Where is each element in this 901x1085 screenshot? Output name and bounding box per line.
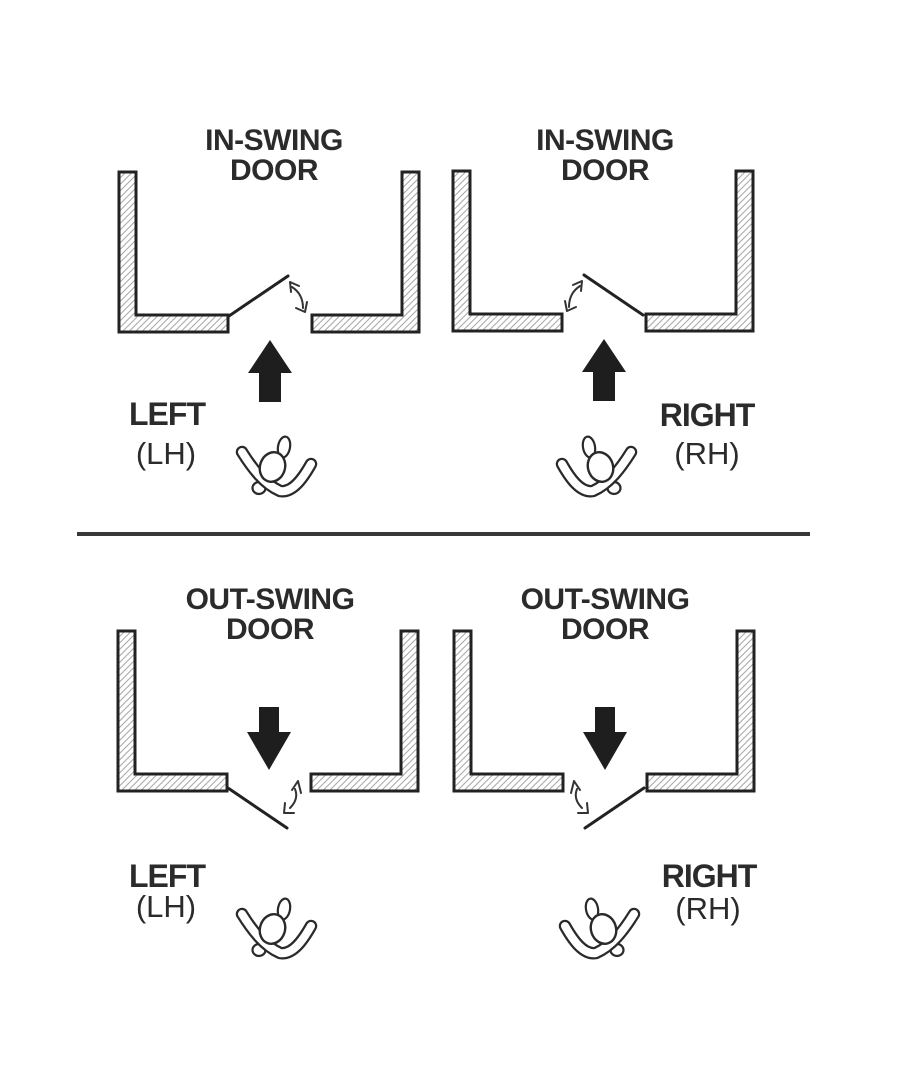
- wall-plan-icon: [117, 170, 421, 334]
- title-line-1: OUT-SWING: [185, 583, 355, 616]
- up-arrow-icon: [582, 339, 626, 401]
- up-arrow-icon: [248, 340, 292, 402]
- diagram-out-swing-left: [116, 629, 420, 830]
- panel-title-in-left: IN-SWING DOOR: [205, 126, 343, 186]
- person-top-view-icon: [228, 430, 320, 500]
- down-arrow-icon: [583, 707, 627, 770]
- title-line-2: DOOR: [230, 154, 318, 187]
- door-leaf-swing-icon: [563, 273, 645, 317]
- hand-abbr-in-right: (RH): [674, 436, 740, 471]
- hand-abbr-in-left: (LH): [135, 436, 197, 471]
- person-top-view-icon: [556, 892, 648, 962]
- hand-label-out-right: RIGHT: [661, 858, 758, 894]
- person-top-view-icon: [553, 430, 645, 500]
- door-leaf-swing-icon: [569, 779, 646, 830]
- title-line-1: OUT-SWING: [520, 583, 690, 616]
- wall-plan-icon: [451, 169, 755, 333]
- title-line-2: DOOR: [561, 154, 649, 187]
- down-arrow-icon: [247, 707, 291, 770]
- hand-label-out-left: LEFT: [129, 858, 206, 894]
- panel-title-out-right: OUT-SWING DOOR: [521, 585, 690, 645]
- title-line-2: DOOR: [225, 613, 314, 646]
- hand-label-in-left: LEFT: [129, 396, 206, 432]
- diagram-in-swing-right: [451, 169, 755, 401]
- title-line-1: IN-SWING: [205, 124, 343, 157]
- hand-abbr-out-right: (RH): [675, 891, 741, 926]
- diagram-in-swing-left: [117, 170, 421, 402]
- title-line-1: IN-SWING: [536, 124, 674, 157]
- title-line-2: DOOR: [560, 613, 649, 646]
- person-top-view-icon: [228, 892, 320, 962]
- panel-title-in-right: IN-SWING DOOR: [536, 126, 674, 186]
- door-leaf-swing-icon: [226, 779, 303, 830]
- divider-line: [77, 532, 810, 536]
- door-leaf-swing-icon: [227, 274, 309, 318]
- diagram-out-swing-right: [452, 629, 756, 830]
- hand-label-in-right: RIGHT: [659, 397, 756, 433]
- hand-abbr-out-left: (LH): [135, 889, 197, 924]
- panel-title-out-left: OUT-SWING DOOR: [186, 585, 355, 645]
